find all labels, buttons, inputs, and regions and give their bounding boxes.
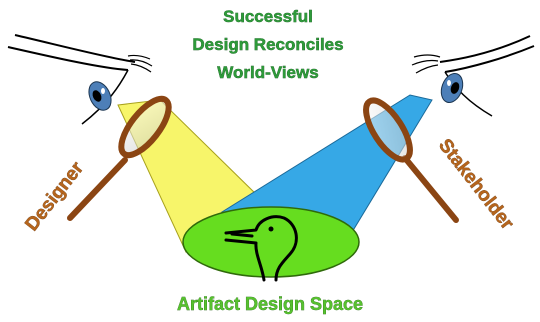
title-line-1: Successful bbox=[223, 7, 313, 26]
stakeholder-eye bbox=[412, 36, 534, 116]
title-line-2: Design Reconciles bbox=[192, 35, 343, 54]
title-line-3: World-Views bbox=[217, 63, 318, 82]
design-space-label: Artifact Design Space bbox=[177, 294, 363, 314]
designer-label: Designer bbox=[21, 158, 88, 235]
stakeholder-label: Stakeholder bbox=[434, 135, 518, 234]
